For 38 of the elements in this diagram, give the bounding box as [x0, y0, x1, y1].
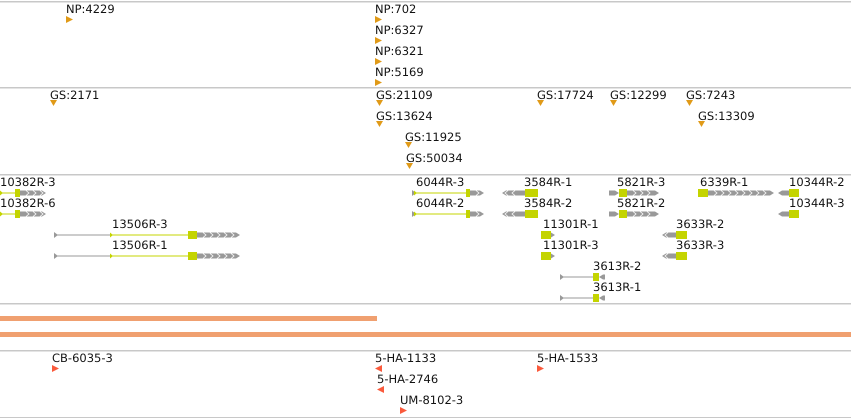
feature-label: 13506R-3	[112, 218, 168, 231]
feature-label: NP:4229	[66, 3, 115, 16]
feature-label: NP:6321	[375, 45, 424, 58]
feature-label: 3584R-2	[524, 197, 572, 210]
feature-label: 3613R-2	[593, 260, 642, 273]
feature-label: 10344R-2	[789, 176, 845, 189]
feature-label: 10382R-6	[0, 197, 56, 210]
feature-label: NP:5169	[375, 66, 424, 79]
feature-label: 3584R-1	[524, 176, 572, 189]
feature-label: 6044R-3	[416, 176, 464, 189]
feature-label: 11301R-3	[543, 239, 599, 252]
feature-label: 6339R-1	[700, 176, 748, 189]
feature-label: 5821R-2	[617, 197, 666, 210]
feature-label: GS:2171	[50, 89, 100, 102]
feature-label: GS:17724	[537, 89, 594, 102]
feature-label: 13506R-1	[112, 239, 168, 252]
feature-label: CB-6035-3	[52, 352, 113, 365]
feature-label: GS:7243	[686, 89, 736, 102]
feature-label: UM-8102-3	[400, 394, 464, 407]
feature-label: GS:13309	[698, 110, 755, 123]
feature-label: GS:21109	[376, 89, 433, 102]
feature-label: 5-HA-1533	[537, 352, 598, 365]
feature-label: 5821R-3	[617, 176, 666, 189]
feature-label: 3633R-3	[676, 239, 724, 252]
feature-label: 5-HA-1133	[375, 352, 436, 365]
feature-label: 6044R-2	[416, 197, 464, 210]
feature-label: 10382R-3	[0, 176, 56, 189]
feature-label: GS:50034	[406, 152, 463, 165]
feature-label: GS:11925	[405, 131, 462, 144]
feature-label: 11301R-1	[543, 218, 599, 231]
feature-label: 5-HA-2746	[377, 373, 438, 386]
feature-label: 10344R-3	[789, 197, 845, 210]
feature-label: NP:702	[375, 3, 416, 16]
feature-label: 3633R-2	[676, 218, 724, 231]
feature-label: GS:12299	[610, 89, 667, 102]
feature-label: 3613R-1	[593, 281, 642, 294]
feature-label: GS:13624	[376, 110, 433, 123]
feature-label: NP:6327	[375, 24, 424, 37]
